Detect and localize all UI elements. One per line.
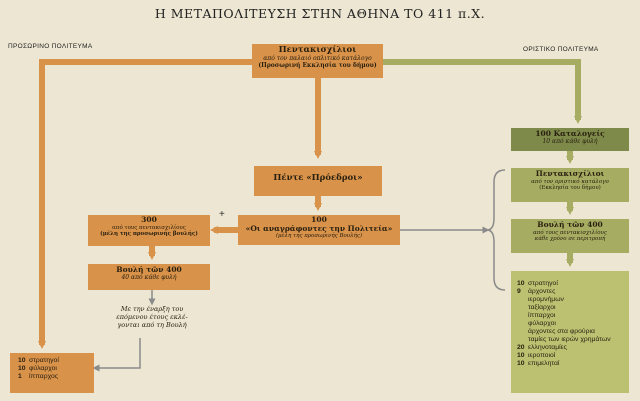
list-item-label: ιεροποιοί xyxy=(528,352,556,360)
list-item-label: ίππαρχοι xyxy=(528,312,556,320)
list-item-label: ταμίες των ιερών χρημάτων xyxy=(528,336,611,344)
list-item: άρχοντες στα φρούρια xyxy=(517,328,629,336)
box-sublabel: από τους πεντακισχιλίους xyxy=(112,224,186,231)
list-item-number xyxy=(517,328,528,336)
box-boule-400-right: Βουλή τῶν 400 από τους πεντακισχιλίους κ… xyxy=(511,219,629,253)
box-label: 100 Καταλογείς xyxy=(535,129,605,138)
page-title: Η ΜΕΤΑΠΟΛΙΤΕΥΣΗ ΣΤΗΝ ΑΘΗΝΑ ΤΟ 411 π.Χ. xyxy=(154,6,486,21)
box-pentakischilioi-top: Πεντακισχίλιοι από τον παλαιό οπλιτικό κ… xyxy=(252,44,383,78)
line-note-to-bottom xyxy=(92,338,141,372)
box-sublabel: (Εκκλησία του δήμου) xyxy=(539,184,601,191)
list-item-number: 10 xyxy=(517,360,525,368)
box-label: Βουλή τῶν 400 xyxy=(537,220,603,229)
box-label: Πεντακισχίλιοι xyxy=(278,45,357,55)
box-label: «Οι αναγράφοντες την Πολιτεία» xyxy=(245,223,393,233)
box-three-hundred: 300 από τους πεντακισχιλίους (μέλη της π… xyxy=(88,215,210,246)
list-item-label: ίππαρχος xyxy=(29,373,59,381)
list-item: 1 ίππαρχος xyxy=(18,373,94,381)
list-item-label: στρατηγοί xyxy=(528,280,558,287)
list-item-label: στρατηγοί xyxy=(29,357,59,364)
box-sublabel: από τον οριστικό κατάλογο xyxy=(531,178,609,185)
list-item-number xyxy=(517,304,528,312)
list-item-label: επιμεληταί xyxy=(528,360,560,368)
right-brace xyxy=(486,169,506,291)
box-sublabel: από τον παλαιό οπλιτικό κατάλογο xyxy=(263,54,372,62)
list-item-number xyxy=(517,312,528,320)
heading-provisional: ΠΡΟΣΩΡΙΝΟ ΠΟΛΙΤΕΥΜΑ xyxy=(8,43,93,50)
list-item-label: φύλαρχοι xyxy=(29,365,57,373)
line-top-to-left xyxy=(38,59,252,349)
heading-definitive: ΟΡΙΣΤΙΚΟ ΠΟΛΙΤΕΥΜΑ xyxy=(523,46,599,53)
box-sublabel: από τους πεντακισχιλίους xyxy=(533,229,607,236)
list-item: ιερομνήμων xyxy=(517,296,629,304)
box-sublabel: (Προσωρινή Εκκλησία του δήμου) xyxy=(258,61,377,69)
list-item-label: ταξίαρχοι xyxy=(528,304,556,312)
list-item: ίππαρχοι xyxy=(517,312,629,320)
box-anagrafontes: 100 «Οι αναγράφοντες την Πολιτεία» (μέλη… xyxy=(238,215,400,245)
box-sublabel: κάθε χρόνο σε περιτροπή xyxy=(534,235,606,242)
list-item-label: άρχοντες στα φρούρια xyxy=(528,328,595,336)
note-text: Με την έναρξη του επόμενου έτους εκλέ- γ… xyxy=(100,305,204,329)
box-sublabel: (μέλη της προσωρινής Βουλής) xyxy=(275,233,363,240)
list-item-number: 9 xyxy=(517,288,521,296)
plus-sign: + xyxy=(219,209,225,220)
box-proedroi: Πέντε «Πρόεδροι» xyxy=(254,166,382,196)
box-sublabel: 10 από κάθε φυλή xyxy=(542,137,598,145)
list-item-number xyxy=(517,336,528,344)
list-item-label: ιερομνήμων xyxy=(528,296,564,304)
list-item: ταξίαρχοι xyxy=(517,304,629,312)
list-item-number: 10 xyxy=(18,357,26,364)
line-top-to-right xyxy=(383,59,582,124)
list-item: 9 άρχοντες xyxy=(517,288,629,296)
list-item-number: 10 xyxy=(18,365,26,373)
list-item-number: 10 xyxy=(517,280,525,287)
box-pentakischilioi-right: Πεντακισχίλιοι από τον οριστικό κατάλογο… xyxy=(511,168,629,202)
list-item-number xyxy=(517,320,528,328)
list-item-number: 1 xyxy=(18,373,22,381)
box-katalogeis: 100 Καταλογείς 10 από κάθε φυλή xyxy=(511,128,629,151)
box-label: Πεντακισχίλιοι xyxy=(535,169,605,178)
box-sublabel: (μέλη της προσωρινής βουλής) xyxy=(100,230,198,237)
box-label: Πέντε «Πρόεδροι» xyxy=(273,173,363,183)
box-boule-400-left: Βουλή τῶν 400 40 από κάθε φυλή xyxy=(88,264,210,290)
note-line: γονται από τη Βουλή xyxy=(117,321,187,330)
box-sublabel: 40 από κάθε φυλή xyxy=(121,273,177,281)
list-item-label: ελληνοταμίες xyxy=(528,344,567,352)
list-item-label: φύλαρχοι xyxy=(528,320,556,328)
note-line: Με την έναρξη του xyxy=(120,305,184,313)
list-item: ταμίες των ιερών χρημάτων xyxy=(517,336,629,344)
box-label: 100 xyxy=(311,215,327,224)
list-item: φύλαρχοι xyxy=(517,320,629,328)
note-line: επόμενου έτους εκλέ- xyxy=(116,313,188,322)
box-label: Βουλή τῶν 400 xyxy=(116,265,182,274)
list-item-number xyxy=(517,296,528,304)
list-item-number: 10 xyxy=(517,352,525,360)
list-item-label: άρχοντες xyxy=(528,288,556,296)
box-label: 300 xyxy=(141,215,157,224)
list-item-number: 20 xyxy=(517,344,525,352)
